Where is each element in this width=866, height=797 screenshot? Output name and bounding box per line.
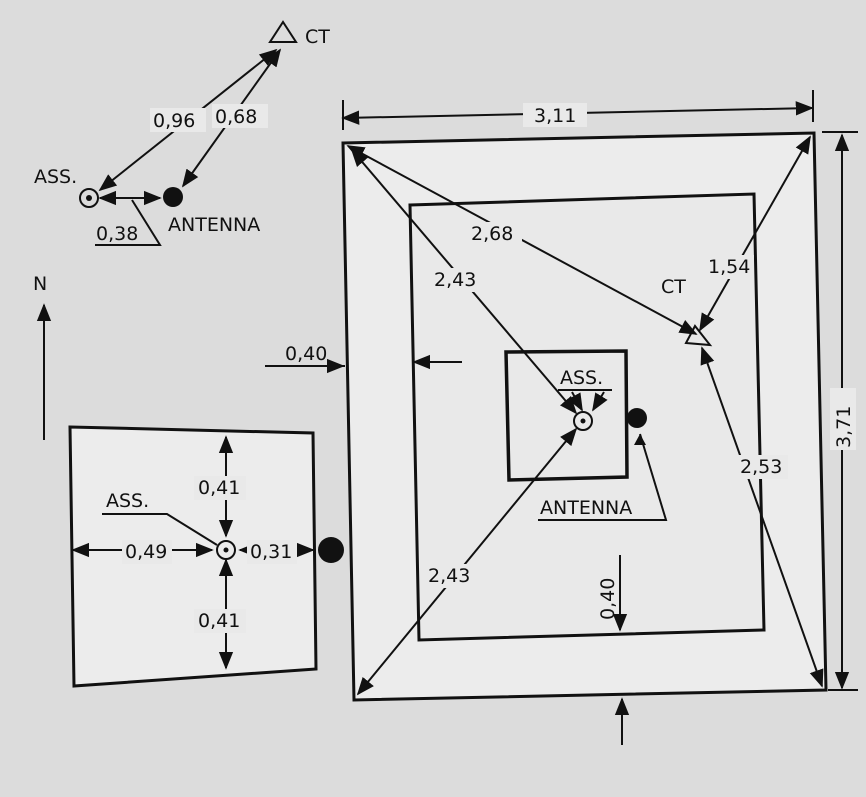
label-bg [830, 388, 856, 450]
left-room-bottom-label: 0,41 [198, 610, 240, 632]
ass-dot-icon [86, 195, 92, 201]
room-antenna-leader [538, 433, 668, 521]
dist-ant-ct-label: 0,68 [215, 106, 257, 128]
room-antenna-arrowhead [634, 434, 646, 445]
margin-bottom-label: 0,40 [597, 578, 619, 620]
label-bg [523, 103, 587, 127]
north-arrow: N [33, 273, 52, 440]
top-sketch: CT ASS. ANTENNA 0,96 0,68 0,38 [34, 20, 330, 246]
room-ass-leader-b [592, 391, 608, 412]
label-bg [194, 476, 246, 500]
ass-circle-icon [79, 188, 99, 208]
left-room-ass-icon [216, 540, 236, 560]
ass-bottom-line [356, 427, 578, 696]
ass-bottom-label: 2,43 [428, 565, 470, 587]
label-bg [150, 108, 206, 132]
ass-top-label: 2,43 [434, 269, 476, 291]
width-label: 3,11 [534, 105, 576, 127]
left-room-left-label: 0,49 [125, 541, 167, 563]
dist-ass-ant-leader [95, 199, 162, 246]
height-label: 3,71 [833, 406, 855, 448]
label-bg [122, 540, 172, 564]
left-room-ass-label: ASS. [106, 490, 149, 512]
margin-left-label: 0,40 [285, 343, 327, 365]
ct-bottom-line [700, 346, 824, 688]
left-room-ass-leader [102, 513, 218, 546]
room-antenna-dot-icon [627, 408, 647, 428]
dist-ass-ant-label: 0,38 [96, 223, 138, 245]
north-label: N [33, 273, 47, 295]
ct-bottom-label: 2,53 [740, 456, 782, 478]
label-bg [247, 540, 297, 564]
big-room: 3,11 3,71 0,40 0,40 CT ASS. ANTENNA [265, 90, 858, 745]
room-ass-label: ASS. [560, 367, 603, 389]
sketch-antenna-label: ANTENNA [168, 214, 260, 236]
left-room-ass-dot [223, 547, 229, 553]
label-bg [432, 268, 482, 292]
left-room-antenna-dot-icon [318, 537, 344, 563]
room-antenna-label: ANTENNA [540, 497, 632, 519]
label-bg [212, 104, 268, 128]
room-ct-label: CT [661, 276, 686, 298]
sketch-ass-label: ASS. [34, 166, 77, 188]
sketch-ct-label: CT [305, 26, 330, 48]
ct-triangle-icon [268, 20, 298, 43]
left-room: ASS. 0,41 0,41 0,49 0,31 [68, 425, 344, 688]
left-room-right-label: 0,31 [250, 541, 292, 563]
label-bg [194, 609, 246, 633]
label-bg [426, 564, 476, 588]
label-bg [706, 255, 754, 279]
diag-ct-label: 2,68 [471, 223, 513, 245]
ct-corner-line [699, 135, 811, 332]
ct-corner-label: 1,54 [708, 256, 750, 278]
antenna-dot-icon [163, 187, 183, 207]
room-ass-dot [580, 418, 586, 424]
dist-ass-ct-label: 0,96 [153, 110, 195, 132]
room-ass-icon [573, 411, 593, 431]
left-room-top-label: 0,41 [198, 477, 240, 499]
label-bg [738, 455, 788, 479]
